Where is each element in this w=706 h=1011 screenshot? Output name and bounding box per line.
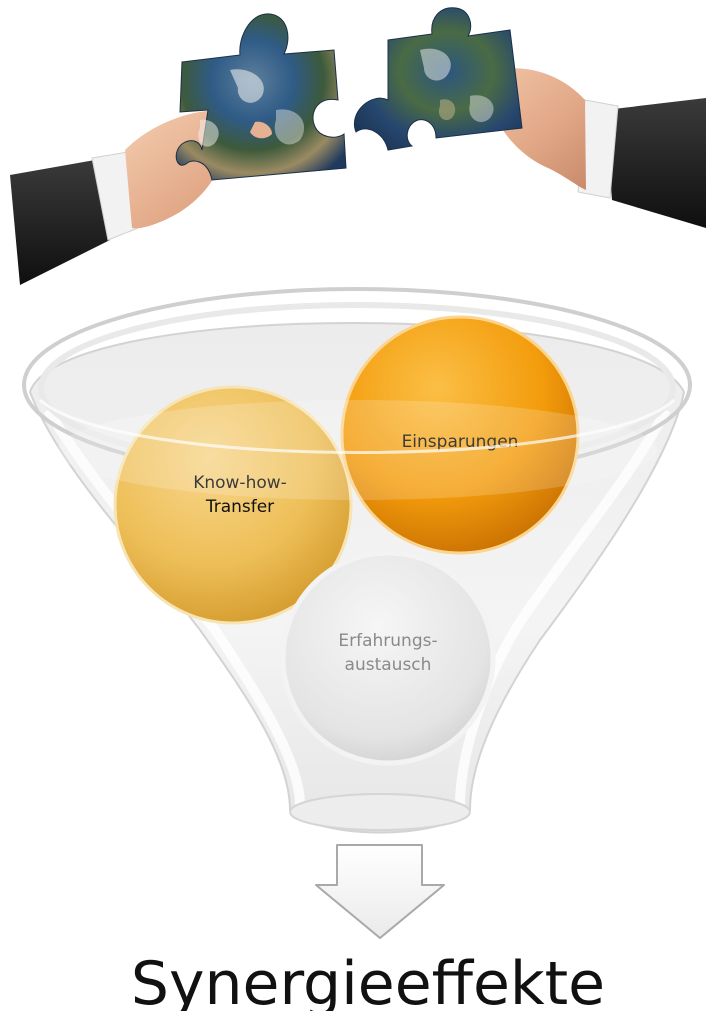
funnel-spout	[289, 793, 471, 831]
circle-know-how-transfer: Know-how- Transfer	[113, 385, 353, 625]
right-hand-with-puzzle	[353, 7, 706, 228]
circle-experience-exchange: Erfahrungs- austausch	[280, 550, 496, 766]
know-how-label-line2: Transfer	[205, 497, 274, 517]
experience-label-line1: Erfahrungs-	[338, 631, 437, 651]
down-arrow-icon	[315, 844, 445, 939]
experience-label-line2: austausch	[345, 655, 432, 675]
result-label: Synergieeffekte	[131, 949, 605, 1011]
left-hand-with-puzzle	[10, 13, 347, 285]
know-how-label-line1: Know-how-	[193, 473, 287, 493]
right-suit-sleeve	[605, 98, 706, 228]
left-suit-sleeve	[10, 160, 110, 285]
